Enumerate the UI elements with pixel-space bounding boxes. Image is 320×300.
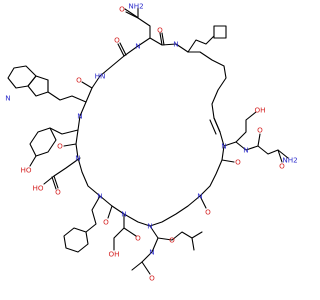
acetyl-group [131, 237, 159, 275]
serine-hydroxyl-label: OH [254, 106, 265, 115]
carbonyl-oxygen-label: O [279, 162, 285, 171]
molecule-structure: NH2 O O N N O HN O N N O HO N HO O N O N… [5, 2, 297, 283]
carbonyl-oxygen-label: O [114, 36, 120, 45]
amide-nh2-label: NH2 [128, 2, 143, 11]
amide-nitrogen-label: HN [95, 72, 106, 81]
carbonyl-oxygen-label: O [119, 5, 125, 14]
amide-nitrogen-label: N [147, 222, 152, 231]
acetamide-nitrogen-label: N [149, 248, 154, 257]
amide-nitrogen-label: N [97, 192, 102, 201]
amide-nitrogen-label: N [75, 154, 80, 163]
side-chain-glutamine [124, 7, 151, 39]
carbonyl-oxygen-label: O [169, 236, 175, 245]
carbonyl-oxygen-label: O [235, 158, 241, 167]
phenol-hydroxyl-label: HO [20, 166, 31, 175]
carbonyl-oxygen-label: O [57, 142, 63, 151]
carbonyl-oxygen-label: O [257, 126, 263, 135]
side-chain-leucine [149, 225, 203, 251]
carbonyl-oxygen-label: O [103, 218, 109, 227]
amide-nitrogen-label: N [121, 210, 126, 219]
amide-nitrogen-label: N [197, 192, 202, 201]
side-chain-phenyl [63, 195, 101, 253]
backbone-carbonyls [63, 32, 235, 219]
carbonyl-oxygen-label: O [205, 208, 211, 217]
acid-carbonyl-label: O [55, 188, 61, 197]
carbonyl-oxygen-label: O [135, 234, 141, 243]
side-chain-cyclobutyl [187, 25, 227, 53]
amide-nitrogen-label: N [173, 40, 178, 49]
amide-nitrogen-label: N [135, 42, 140, 51]
carbonyl-oxygen-label: O [157, 26, 163, 35]
side-chain-indole [7, 65, 87, 103]
side-chain-threonine [113, 213, 137, 251]
molecule-canvas: NH2 O O N N O HN O N N O HO N HO O N O N… [5, 2, 297, 283]
terminal-amide-nh2-label: NH2 [282, 156, 297, 165]
atom-labels: NH2 O O N N O HN O N N O HO N HO O N O N… [5, 2, 297, 283]
side-chain-aspartate [43, 157, 81, 190]
carbonyl-oxygen-label: O [76, 76, 82, 85]
amide-nitrogen-label: N [221, 142, 226, 151]
alanine-tail [235, 133, 289, 163]
side-chain-tyrosine [29, 127, 79, 167]
acid-hydroxyl-label: HO [32, 184, 43, 193]
threonine-hydroxyl-label: OH [108, 250, 119, 259]
amide-nitrogen-label: N [77, 112, 82, 121]
indole-nitrogen-label: N [5, 94, 10, 103]
macrocycle-bonds [75, 37, 227, 227]
acetyl-oxygen-label: O [149, 274, 155, 283]
side-chain-serine [223, 111, 257, 147]
amide-nitrogen-label: N [243, 146, 248, 155]
